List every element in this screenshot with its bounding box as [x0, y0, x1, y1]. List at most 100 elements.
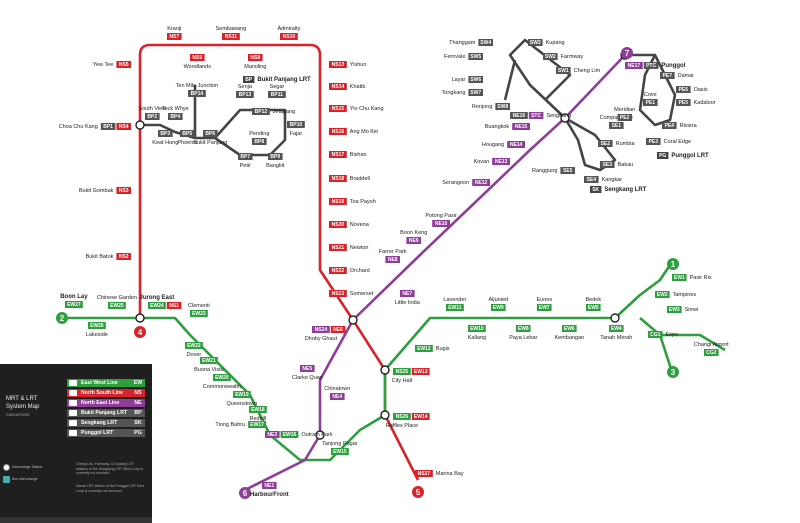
- station-code: NE10: [435, 221, 448, 227]
- station-code: NS23: [332, 291, 345, 297]
- terminal-4-label: 4: [138, 328, 143, 337]
- station-bp: BP Bukit Panjang LRT: [243, 76, 311, 83]
- north-south-line: [138, 43, 420, 481]
- station-name: Lavender: [443, 297, 466, 303]
- station-code: PE5: [679, 100, 689, 106]
- station-code: BP7: [240, 154, 250, 160]
- station-code-badge-2: [643, 62, 659, 69]
- station-code: SW3: [530, 40, 541, 46]
- station-code: BP6: [205, 131, 215, 137]
- legend-line-code: EW: [133, 380, 143, 386]
- station-code-badge: [200, 357, 218, 364]
- station-code-badge-2: [166, 302, 182, 309]
- legend-line-name: East West Line: [81, 380, 118, 386]
- station-code-badge: [88, 322, 106, 329]
- station-code-badge: [468, 89, 483, 96]
- station-code-badge: [252, 138, 267, 145]
- station-code-badge: [249, 406, 267, 413]
- station-name: Commonwealth: [203, 384, 241, 390]
- station-name: Sengkang LRT: [604, 187, 646, 193]
- legend-line-name: North East Line: [81, 400, 120, 406]
- station-code: BP5: [182, 131, 192, 137]
- station-code: BP: [245, 77, 253, 83]
- station-code-badge-2: [280, 431, 299, 438]
- station-name: Oasis: [694, 87, 708, 93]
- station-code-badge: [676, 86, 691, 93]
- station-code-badge: [108, 302, 126, 309]
- station-code: EW23: [192, 311, 206, 317]
- station-name: Teck Whye: [162, 106, 189, 112]
- station-code-badge: [609, 122, 624, 129]
- station-code-badge: [236, 91, 254, 98]
- station-code-badge: [432, 220, 450, 227]
- station-code-badge-2: [100, 123, 116, 130]
- station-code-badge: [385, 256, 400, 263]
- station-name: Hougang: [482, 142, 504, 148]
- station-code: NS15: [332, 106, 345, 112]
- station-name: Chinatown: [324, 386, 350, 392]
- legend-line-code: SK: [134, 420, 142, 426]
- station-code: EW27: [67, 302, 81, 308]
- station-name: Punggol: [661, 63, 685, 69]
- station-name: Redhill: [249, 416, 266, 422]
- station-code-badge: [492, 158, 510, 165]
- station-code-badge: [158, 130, 173, 137]
- legend-line-name: Punggol LRT: [81, 430, 114, 436]
- station-name: Novena: [350, 222, 370, 228]
- station-code: BP13: [239, 92, 252, 98]
- station-name: Tanah Merah: [600, 335, 632, 341]
- station-name: Buona Vista: [194, 367, 225, 373]
- station-name: Marsiling: [244, 64, 266, 70]
- station-name: Bukit Panjang LRT: [257, 77, 311, 83]
- station-code-2: EW16: [283, 432, 297, 438]
- legend-note-1: Cheng Lim, Farmway, & Kupang LRT station…: [76, 462, 144, 475]
- station-code: EW20: [215, 375, 229, 381]
- station-code: EW2: [657, 292, 668, 298]
- station-labels: NS7KranjiNS9WoodlandsNS11SembawangNS8Mar…: [59, 26, 730, 498]
- station-code-badge: [167, 33, 182, 40]
- station-name: Changi Airport: [694, 342, 729, 348]
- station-name: Yishun: [350, 62, 367, 68]
- station-name: South View: [138, 106, 166, 112]
- station-name: Jurong East: [140, 295, 175, 301]
- station-code: NS8: [250, 55, 260, 61]
- station-code: EW15: [333, 449, 347, 455]
- station-code: NS10: [283, 34, 296, 40]
- station-code-badge: [190, 54, 205, 61]
- station-code-badge: [248, 54, 263, 61]
- station-name: Kovan: [474, 159, 490, 165]
- station-name: Clarke Quay: [292, 375, 323, 381]
- station-code: NE16: [513, 113, 526, 119]
- legend-line-name: North South Line: [81, 390, 124, 396]
